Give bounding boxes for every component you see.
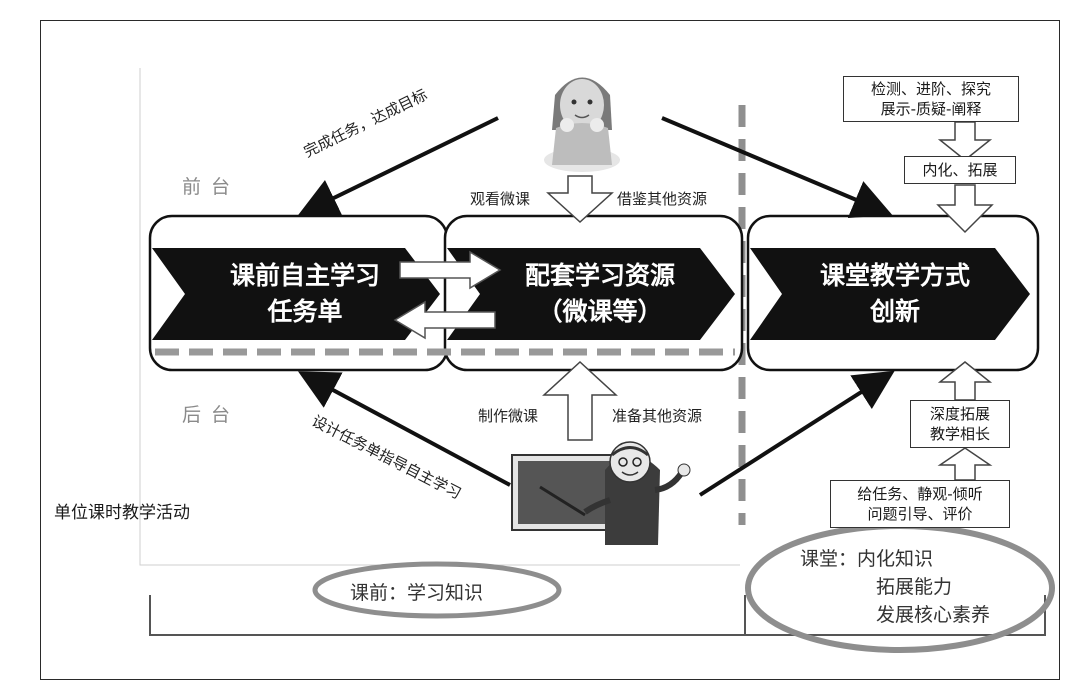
right-bottom-line1: 给任务、静观-倾听 bbox=[857, 485, 983, 503]
diagram-frame bbox=[40, 20, 1060, 680]
chevron-mid bbox=[447, 248, 735, 340]
box-left-line1: 课前自主学习 bbox=[229, 261, 380, 290]
student-girl-illustration bbox=[544, 77, 620, 172]
arrow-down-watch bbox=[546, 175, 614, 224]
right-bottom-line2: 问题引导、评价 bbox=[867, 505, 973, 523]
arrow-up-right-1 bbox=[937, 361, 993, 401]
arrow-bottom-right bbox=[698, 370, 895, 497]
in-class-line1: 课堂：内化知识 bbox=[800, 548, 934, 570]
box-mid-label: 配套学习资源 （微课等） bbox=[485, 258, 715, 330]
box-right-line2: 创新 bbox=[869, 297, 920, 326]
back-stage-label: 后台 bbox=[182, 404, 241, 426]
borrow-resources-label: 借鉴其他资源 bbox=[617, 190, 708, 208]
box-right-line1: 课堂教学方式 bbox=[819, 261, 970, 290]
right-top-box: 检测、进阶、探究 展示-质疑-阐释 bbox=[843, 76, 1019, 122]
arrow-down-right-1 bbox=[937, 121, 993, 161]
ellipse-before-class bbox=[312, 561, 562, 619]
box-mid-line1: 配套学习资源 bbox=[524, 261, 675, 290]
teacher-illustration bbox=[511, 441, 691, 545]
chevron-left bbox=[152, 248, 440, 340]
right-top-line1: 检测、进阶、探究 bbox=[870, 80, 991, 98]
box-left-label: 课前自主学习 任务单 bbox=[190, 258, 420, 330]
box-left-line2: 任务单 bbox=[267, 297, 343, 326]
unit-activity-label: 单位课时教学活动 bbox=[54, 503, 190, 523]
in-class-line2: 拓展能力 bbox=[876, 576, 953, 598]
box-mid-line2: （微课等） bbox=[537, 297, 663, 326]
chevron-right bbox=[750, 248, 1030, 340]
arrow-down-right-2 bbox=[936, 184, 994, 234]
before-class-label: 课前：学习知识 bbox=[350, 582, 484, 604]
box-right-label: 课堂教学方式 创新 bbox=[785, 258, 1005, 330]
in-class-label: 课堂：内化知识 拓展能力 发展核心素养 bbox=[800, 545, 990, 629]
arrow-up-make bbox=[542, 360, 618, 441]
arrow-top-left bbox=[297, 116, 499, 216]
right-mid-box: 内化、拓展 bbox=[904, 156, 1016, 184]
watch-micro-label: 观看微课 bbox=[470, 190, 531, 208]
right-deep-box: 深度拓展 教学相长 bbox=[910, 400, 1010, 448]
arrow-right-white bbox=[399, 250, 502, 290]
arrow-top-right bbox=[661, 116, 893, 218]
arrow-bottom-left bbox=[297, 371, 511, 487]
right-deep-line1: 深度拓展 bbox=[929, 405, 990, 423]
right-bottom-box: 给任务、静观-倾听 问题引导、评价 bbox=[830, 480, 1010, 528]
arrow-left-white bbox=[393, 300, 496, 340]
right-deep-line2: 教学相长 bbox=[929, 425, 990, 443]
prepare-resources-label: 准备其他资源 bbox=[612, 407, 703, 425]
front-stage-label: 前台 bbox=[182, 176, 241, 198]
right-top-line2: 展示-质疑-阐释 bbox=[880, 100, 982, 118]
make-micro-label: 制作微课 bbox=[478, 407, 539, 425]
arrow-up-right-2 bbox=[937, 447, 993, 481]
in-class-line3: 发展核心素养 bbox=[876, 604, 991, 626]
